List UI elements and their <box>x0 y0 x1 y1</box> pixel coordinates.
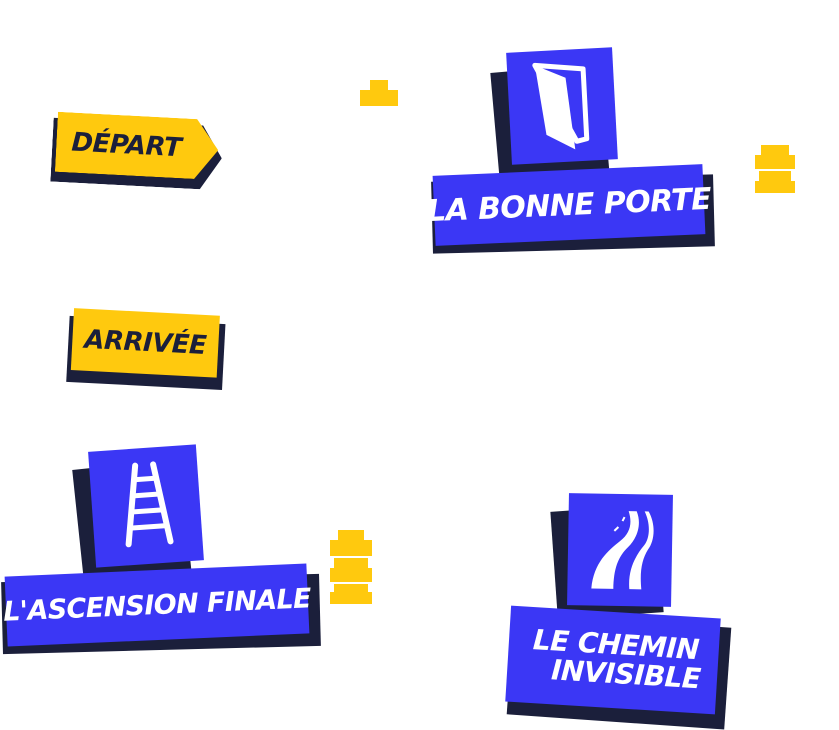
arrivee-label: ARRIVÉE <box>83 324 208 362</box>
ascension-title: L'ASCENSION FINALE <box>2 582 312 628</box>
arrivee-tag[interactable]: ARRIVÉE <box>64 304 230 396</box>
depart-label: DÉPART <box>70 127 182 164</box>
arrivee-tag-face: ARRIVÉE <box>70 308 220 378</box>
game-card-chemin-invisible[interactable]: LE CHEMIN INVISIBLE <box>500 490 740 730</box>
token-triple <box>330 530 372 604</box>
door-card-face <box>506 47 618 165</box>
game-card-ascension-finale[interactable]: L'ASCENSION FINALE <box>0 440 330 660</box>
game-card-la-bonne-porte[interactable]: LA BONNE PORTE <box>425 40 725 260</box>
road-card-face <box>567 493 673 607</box>
depart-tag[interactable]: DÉPART <box>48 107 227 196</box>
chemin-title-line2: INVISIBLE <box>550 653 702 696</box>
ascension-label-face: L'ASCENSION FINALE <box>2 563 312 647</box>
door-icon <box>524 54 599 158</box>
ladder-icon <box>113 459 179 553</box>
bonne-porte-title: LA BONNE PORTE <box>426 181 712 229</box>
token-small <box>360 80 398 108</box>
ladder-card-face <box>88 444 204 568</box>
token-double <box>755 145 795 195</box>
road-icon <box>583 504 657 595</box>
bonne-porte-label-face: LA BONNE PORTE <box>426 164 712 246</box>
chemin-label-face: LE CHEMIN INVISIBLE <box>505 605 721 715</box>
depart-tag-face: DÉPART <box>55 112 220 180</box>
